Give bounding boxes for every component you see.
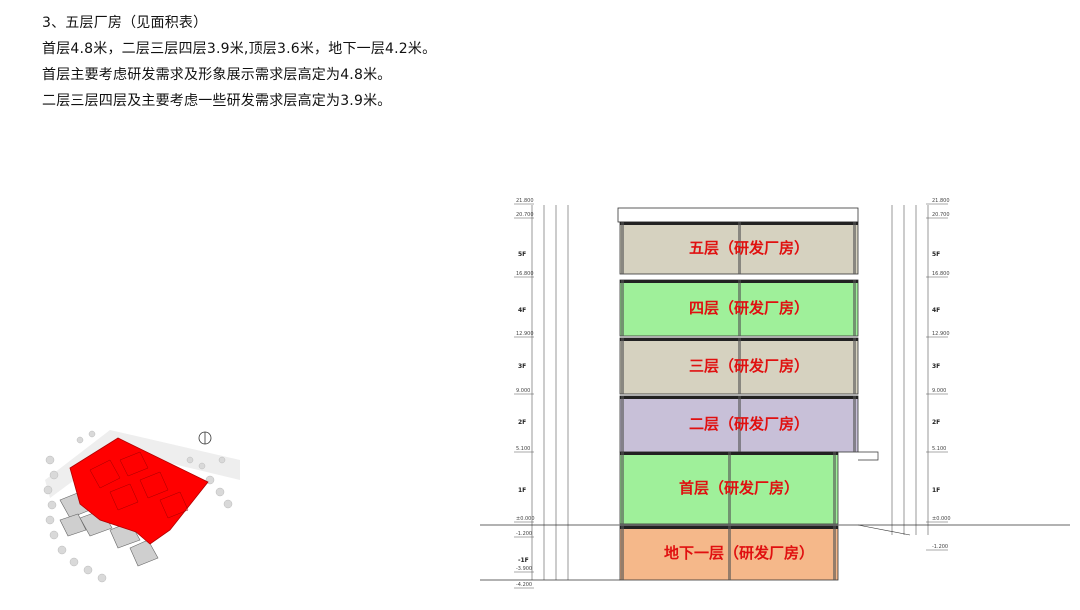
- right-dimension-lines: [891, 205, 929, 535]
- level-name-left: 1F: [518, 487, 526, 494]
- elevation-label-left: 5.100: [516, 446, 530, 452]
- elevation-label-left: -3.900: [516, 566, 532, 572]
- column: [738, 222, 741, 274]
- elevation-label-right: 20.700: [932, 212, 950, 218]
- left-dimension-lines: [531, 205, 569, 580]
- elevation-label-left: 12.900: [516, 331, 534, 337]
- section-heading: 3、五层厂房（见面积表）: [42, 15, 208, 31]
- column: [853, 396, 856, 452]
- tree-symbols: [43, 430, 233, 583]
- level-name-right: 3F: [932, 363, 940, 370]
- elevation-label-left: 21.800: [516, 198, 534, 204]
- column: [853, 280, 856, 336]
- building-section-diagram: 五层（研发厂房） 四层（研发厂房） 三层（研发厂房） 二层（研发厂房） 首层（研发厂房）…: [480, 198, 1070, 589]
- column: [728, 526, 731, 580]
- column: [621, 396, 624, 452]
- elevation-label-left: -1.200: [516, 531, 532, 537]
- level-name-left: 2F: [518, 419, 526, 426]
- level-name-right: 1F: [932, 487, 940, 494]
- description-text: 3、五层厂房（见面积表） 首层4.8米，二层三层四层3.9米,顶层3.6米，地下…: [42, 10, 436, 114]
- level-name-right: 2F: [932, 419, 940, 426]
- column: [853, 222, 856, 274]
- level-name-right: 4F: [932, 307, 940, 314]
- column: [833, 452, 836, 524]
- column: [621, 452, 624, 524]
- paragraph-floor-heights: 首层4.8米，二层三层四层3.9米,顶层3.6米，地下一层4.2米。: [42, 41, 437, 57]
- elevation-label-left: 9.000: [516, 388, 530, 394]
- level-name-left: 4F: [518, 307, 526, 314]
- level-name-left: 3F: [518, 363, 526, 370]
- floor-label-2f: 二层（研发厂房）: [689, 415, 809, 433]
- elevation-label-left: 16.800: [516, 271, 534, 277]
- paragraph-ground-floor: 首层主要考虑研发需求及形象展示需求层高定为4.8米。: [42, 67, 392, 83]
- floor-label-4f: 四层（研发厂房）: [689, 299, 809, 317]
- floor-label-1f: 首层（研发厂房）: [679, 479, 799, 497]
- elevation-label-right: 16.800: [932, 271, 950, 277]
- column: [728, 452, 731, 524]
- column: [738, 280, 741, 336]
- elevation-label-left: ±0.000: [516, 516, 535, 522]
- canopy: [858, 451, 879, 461]
- elevation-label-left: -4.200: [516, 582, 532, 588]
- elevation-label-left: 20.700: [516, 212, 534, 218]
- elevation-label-right: 12.900: [932, 331, 950, 337]
- column: [738, 396, 741, 452]
- site-plan-thumbnail: [40, 420, 240, 590]
- column: [621, 280, 624, 336]
- elevation-label-right: -1.200: [932, 544, 948, 550]
- column: [853, 338, 856, 394]
- elevation-label-right: 5.100: [932, 446, 946, 452]
- floor-label-3f: 三层（研发厂房）: [689, 357, 809, 375]
- paragraph-upper-floors: 二层三层四层及主要考虑一些研发需求层高定为3.9米。: [42, 93, 392, 109]
- column: [833, 526, 836, 580]
- roof-parapet: [617, 207, 859, 223]
- floor-label--1f: 地下一层（研发厂房）: [664, 544, 814, 562]
- column: [738, 338, 741, 394]
- level-name-left: -1F: [518, 557, 529, 564]
- level-name-left: 5F: [518, 251, 526, 258]
- level-name-right: 5F: [932, 251, 940, 258]
- elevation-label-right: ±0.000: [932, 516, 951, 522]
- elevation-label-right: 21.800: [932, 198, 950, 204]
- column: [621, 526, 624, 580]
- floor-label-5f: 五层（研发厂房）: [689, 239, 809, 257]
- column: [621, 338, 624, 394]
- column: [621, 222, 624, 274]
- elevation-label-right: 9.000: [932, 388, 946, 394]
- highlighted-site: [69, 437, 209, 545]
